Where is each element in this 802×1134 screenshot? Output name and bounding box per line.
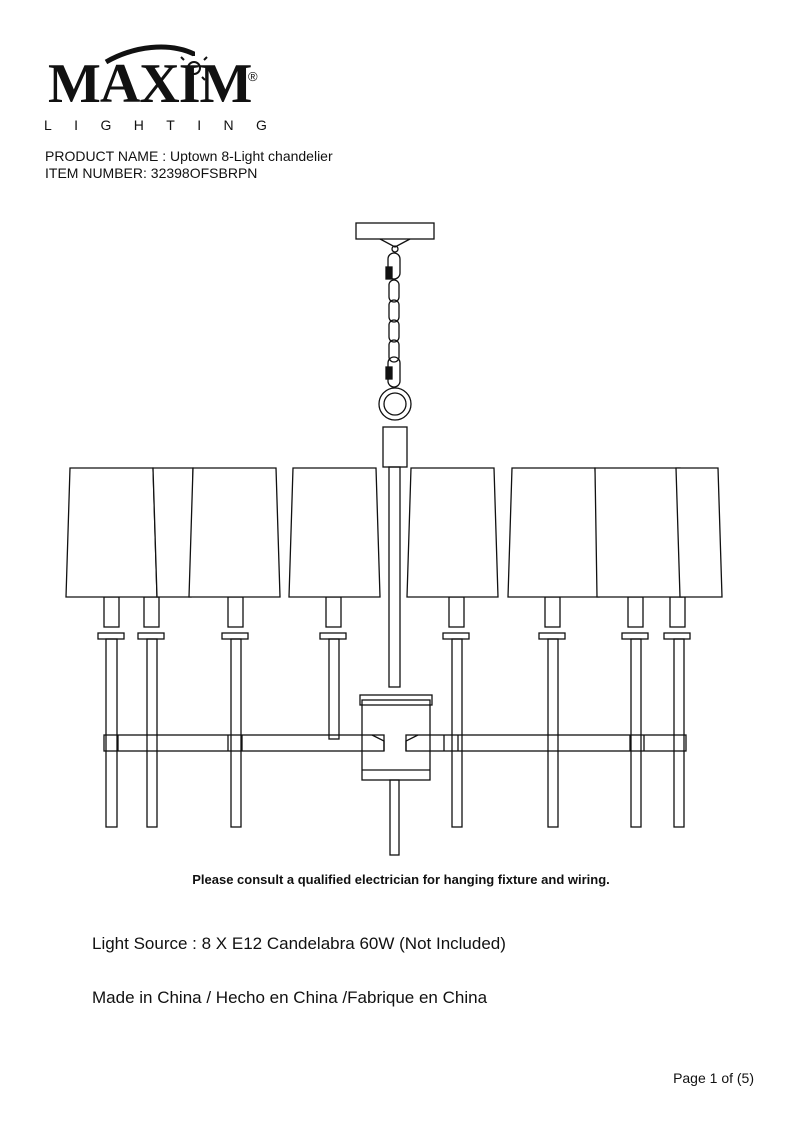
chandelier-illustration	[65, 222, 723, 856]
light-source-spec: Light Source : 8 X E12 Candelabra 60W (N…	[92, 934, 506, 953]
item-number: ITEM NUMBER: 32398OFSBRPN	[45, 165, 258, 181]
product-info: PRODUCT NAME : Uptown 8-Light chandelier…	[45, 148, 333, 182]
arms	[103, 734, 687, 752]
maxim-lighting-logo: MAXIM ® LIGHTING	[44, 44, 274, 139]
product-name: PRODUCT NAME : Uptown 8-Light chandelier	[45, 148, 333, 164]
brand-subtitle: LIGHTING	[44, 117, 290, 133]
ceiling-canopy	[355, 222, 435, 253]
page-number: Page 1 of (5)	[673, 1070, 754, 1086]
country-of-origin: Made in China / Hecho en China /Fabrique…	[92, 988, 488, 1007]
lamp-shades	[65, 467, 723, 598]
center-stem	[359, 426, 433, 856]
electrician-warning: Please consult a qualified electrician f…	[192, 872, 610, 887]
registered-mark: ®	[248, 69, 258, 84]
brand-name: MAXIM	[48, 53, 252, 115]
candle-posts	[97, 596, 691, 828]
chandelier-drawing	[0, 205, 802, 865]
hanging-chain	[378, 252, 412, 421]
sun-swoosh-icon	[104, 44, 210, 81]
